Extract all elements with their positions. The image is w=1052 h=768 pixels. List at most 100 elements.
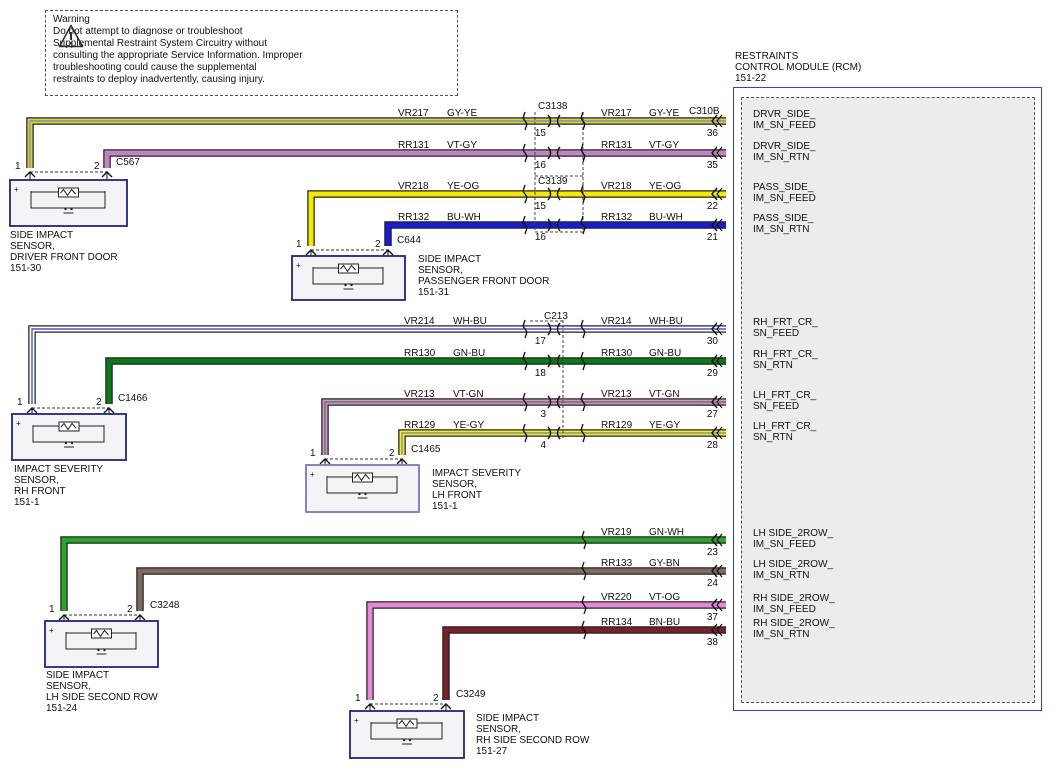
warning-line: troubleshooting could cause the suppleme…: [53, 62, 257, 73]
sensor-body: [44, 620, 159, 668]
wire-color-code: YE-OG: [447, 181, 479, 192]
wire-vr218: [308, 191, 726, 246]
wire-color-code: VT-GY: [447, 140, 477, 151]
wire-break-icon: [522, 111, 528, 131]
wire-break-icon: [581, 561, 587, 581]
circuit-id: RR131: [601, 140, 633, 151]
wire-break-icon: [580, 392, 586, 412]
rcm-title: RESTRAINTS CONTROL MODULE (RCM) 151-22: [735, 51, 861, 84]
inline-connector-icon: [547, 218, 552, 232]
rcm-title-line: CONTROL MODULE (RCM): [735, 62, 862, 73]
sensor-connector-id: C3248: [150, 600, 180, 611]
wire-rr130: [106, 358, 726, 404]
wire-color-code: WH-BU: [649, 316, 683, 327]
wire-color-code: YE-OG: [649, 181, 681, 192]
wire-rr133: [137, 568, 726, 611]
wire-color-code: YE-GY: [453, 420, 484, 431]
inline-pin-number: 4: [540, 440, 546, 451]
resistor-icon: [398, 719, 415, 728]
connector-pin-icon: [716, 533, 723, 547]
connector-pin-icon: [716, 354, 723, 368]
inline-pin-number: 15: [535, 128, 547, 139]
sensor-plus-label: +: [16, 419, 21, 428]
connector-pin-icon: [711, 218, 718, 232]
wire-break-icon: [580, 184, 586, 204]
sensor-pin-number: 1: [17, 397, 23, 408]
circuit-id: VR219: [601, 527, 632, 538]
sensor-pin-number: 2: [127, 604, 133, 615]
circuit-id: RR131: [398, 140, 430, 151]
rcm-pin-label: IM_SN_FEED: [753, 539, 816, 550]
wire-break-icon: [580, 319, 586, 339]
rcm-connector-id: C310B: [689, 106, 720, 117]
sensor-label-line: SENSOR,: [418, 265, 463, 276]
sensor-circuit: [326, 476, 398, 494]
inline-connector-icon: [556, 146, 561, 160]
circuit-id: VR218: [601, 181, 632, 192]
circuit-id: RR129: [601, 420, 633, 431]
sensor-label-line: PASSENGER FRONT DOOR: [418, 276, 549, 287]
wire-color-code: VT-GN: [649, 389, 680, 400]
sensor-pin-number: 1: [355, 693, 361, 704]
wire-vr213-stripe: [324, 401, 726, 455]
wire-rr132-outline: [384, 221, 726, 246]
warning-line: consulting the appropriate Service Infor…: [53, 50, 303, 61]
inline-connector-frame: [534, 112, 584, 233]
wire-rr129-outline: [398, 429, 726, 455]
connector-pin-icon: [716, 322, 723, 336]
wire-rr131: [104, 150, 726, 168]
sensor-connector-id: C567: [116, 157, 140, 168]
wire-color-code: GN-BU: [649, 348, 681, 359]
inline-connector-icon: [547, 114, 552, 128]
wire-color-code: GN-WH: [649, 527, 684, 538]
sensor-label-line: SENSOR,: [14, 475, 59, 486]
ground-dot: [103, 648, 106, 652]
rcm-pin-label: RH_FRT_CR_: [753, 317, 818, 328]
circuit-id: RR130: [601, 348, 633, 359]
connector-pin-icon: [716, 623, 723, 637]
ground-dot: [70, 207, 73, 211]
inline-connector-icon: [547, 354, 552, 368]
wire-color-code: GY-YE: [649, 108, 680, 119]
rcm-pin-label: DRVR_SIDE_: [753, 141, 816, 152]
sensor-circuit: [312, 267, 384, 285]
sensor-body: [9, 179, 128, 227]
inline-connector-icon: [547, 187, 552, 201]
rcm-pin-number: 30: [707, 336, 719, 347]
circuit-id: VR214: [404, 316, 435, 327]
inline-connector-icon: [547, 322, 552, 336]
wire-color-code: VT-GY: [649, 140, 679, 151]
circuit-id: VR214: [601, 316, 632, 327]
wire-break-icon: [580, 351, 586, 371]
sensor-circuit: [370, 722, 443, 740]
wire-rr132: [385, 222, 726, 246]
rcm-pin-number: 37: [707, 612, 719, 623]
wire-break-icon: [522, 215, 528, 235]
sensor-label-line: 151-24: [46, 703, 78, 714]
wire-color-code: BN-BU: [649, 617, 680, 628]
ground-dot: [64, 441, 68, 445]
sensor-label-line: 151-30: [10, 263, 42, 274]
circuit-id: VR217: [601, 108, 632, 119]
wire-break-icon: [581, 620, 587, 640]
sensor-pin-number: 2: [389, 448, 395, 459]
inline-connector-icon: [556, 114, 561, 128]
sensor-label-line: SENSOR,: [46, 681, 91, 692]
wire-vr220: [367, 602, 726, 700]
sensor-label-line: SIDE IMPACT: [476, 713, 539, 724]
connector-pin-icon: [716, 395, 723, 409]
inline-connector-id: C3139: [538, 176, 568, 187]
sensor-body: [11, 413, 127, 461]
rcm-pin-label: SN_RTN: [753, 432, 793, 443]
inline-connector-icon: [547, 395, 552, 409]
connector-pin-icon: [711, 354, 718, 368]
sensor-label-line: 151-27: [476, 746, 508, 757]
sensor-label-line: SENSOR,: [476, 724, 521, 735]
sensor-label-line: SIDE IMPACT: [10, 230, 73, 241]
wire-vr219: [61, 537, 726, 611]
ground-dot: [64, 207, 67, 211]
rcm-pin-number: 24: [707, 578, 719, 589]
sensor-plus-label: +: [14, 185, 19, 194]
sensor-label-line: RH FRONT: [14, 486, 66, 497]
resistor-icon: [60, 422, 77, 431]
